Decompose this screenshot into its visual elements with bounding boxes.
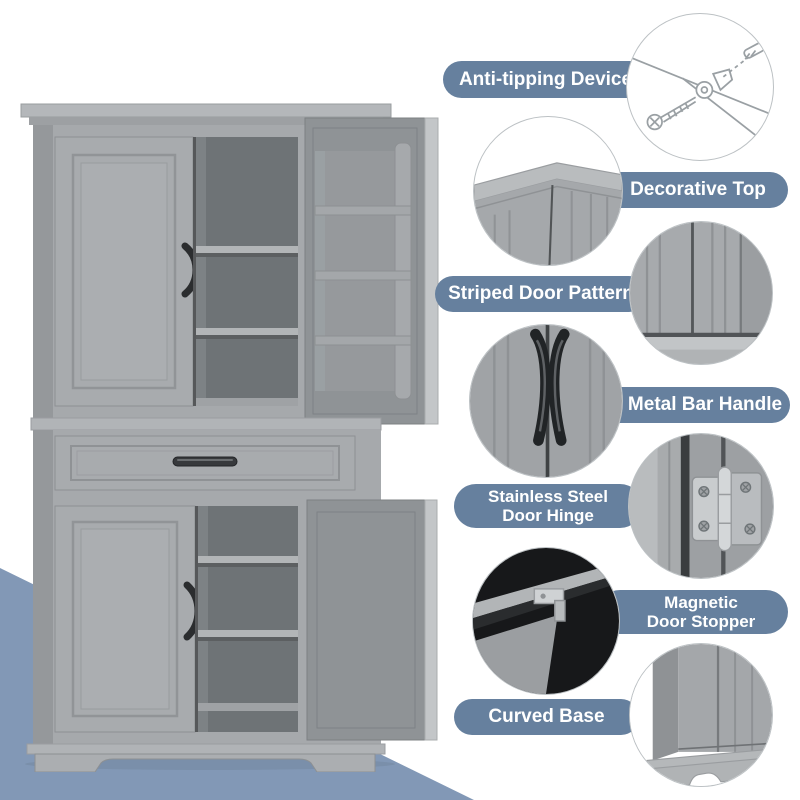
- feature-label-anti-tipping-device: Anti-tipping Device: [443, 61, 648, 98]
- feature-label-text: Curved Base: [488, 706, 605, 727]
- curved-base-icon: [630, 644, 772, 786]
- screw-drawing: [646, 96, 697, 131]
- feature-label-text: Door Stopper: [646, 612, 756, 631]
- magnetic-door-stopper-inset: [472, 547, 620, 695]
- wall-anchor-drawing: [743, 42, 765, 60]
- feature-label-text: Striped Door Pattern: [448, 283, 634, 304]
- door-rack-shelves: [314, 205, 412, 346]
- anti-tipping-device-icon: [631, 27, 771, 147]
- feature-label-metal-bar-handle: Metal Bar Handle: [598, 387, 790, 423]
- feature-label-text: Magnetic: [664, 593, 738, 612]
- door-hinge-icon: [629, 434, 773, 578]
- feature-label-striped-door-pattern: Striped Door Pattern: [435, 276, 647, 312]
- decorative-top-inset: [473, 116, 623, 266]
- stainless-steel-door-hinge-inset: [628, 433, 774, 579]
- striped-door-pattern-inset: [629, 221, 773, 365]
- cabinet-image: [15, 96, 450, 773]
- hinge-hardware: [691, 466, 763, 552]
- bracket-drawing: [711, 68, 734, 92]
- cabinet-illustration: [20, 103, 439, 773]
- metal-bar-handle-icon: [470, 325, 622, 477]
- curved-base-inset: [629, 643, 773, 787]
- metal-bar-handle-inset: [469, 324, 623, 478]
- feature-label-curved-base: Curved Base: [454, 699, 639, 735]
- striped-door-pattern-icon: [630, 222, 772, 364]
- feature-label-text: Metal Bar Handle: [627, 394, 783, 415]
- feature-label-text: Decorative Top: [630, 179, 766, 200]
- drawer-bar-handle: [172, 456, 238, 467]
- stopper-bracket: [533, 588, 566, 622]
- magnetic-door-stopper-icon: [473, 548, 619, 694]
- feature-label-text: Door Hinge: [502, 506, 594, 525]
- feature-label-stainless-steel-door-hinge: Stainless Steel Door Hinge: [454, 484, 642, 528]
- feature-label-text: Anti-tipping Device: [458, 68, 633, 90]
- feature-label-magnetic-door-stopper: Magnetic Door Stopper: [598, 590, 788, 634]
- curved-base-plinth: [34, 753, 376, 773]
- feature-label-text: Stainless Steel: [487, 487, 608, 506]
- anti-tipping-inset: [626, 13, 774, 161]
- decorative-top-icon: [474, 162, 622, 265]
